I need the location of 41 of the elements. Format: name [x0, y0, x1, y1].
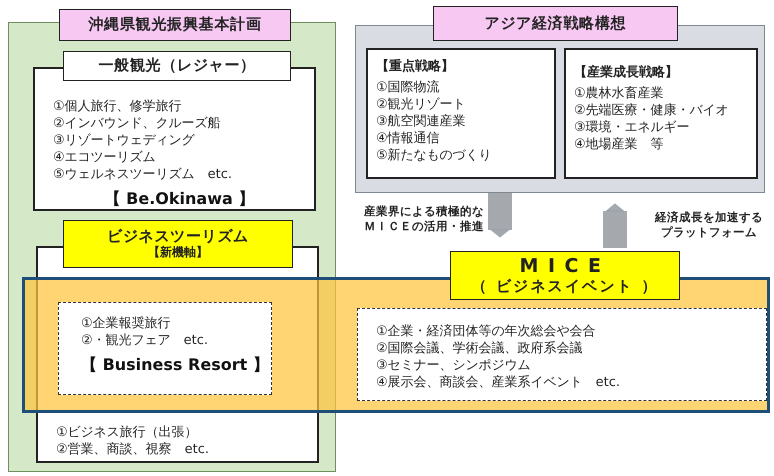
heading: 沖縄県観光振興基本計画 [88, 16, 262, 34]
block-arrow [488, 193, 512, 238]
heading: ビジネスツーリズム [107, 228, 249, 246]
list-item: ②営業、商談、視察 etc. [56, 441, 210, 458]
list-item: ③リゾートウェディング [53, 132, 196, 149]
panel [564, 48, 758, 179]
heading: アジア経済戦略構想 [484, 14, 626, 32]
subheading: （ ビジネスイベント ） [471, 277, 659, 296]
list-item: ②・観光フェア etc. [81, 332, 210, 349]
list-item: ①ビジネス旅行（出張） [56, 424, 199, 441]
slogan: 【 Business Resort 】 [81, 355, 269, 376]
block-arrow [603, 203, 627, 248]
list-item: ①個人旅行、修学旅行 [53, 98, 183, 115]
list-item: ④展示会、商談会、産業系イベント etc. [376, 374, 622, 391]
list-item: ①国際物流 [376, 79, 441, 96]
list-item: ⑤ウェルネスツーリズム etc. [53, 166, 234, 183]
list-item: ②インバウンド、クルーズ船 [53, 115, 222, 132]
list-item: ④情報通信 [376, 130, 441, 147]
list-item: ②国際会議、学術会議、政府系会議 [376, 340, 584, 357]
edge-label: 産業界による積極的なＭＩＣＥの活用・推進 [364, 204, 484, 234]
dashed-box [58, 302, 272, 395]
list-item: ③セミナー、シンポジウム [376, 357, 532, 374]
list-item: ②先端医療・健康・バイオ [574, 102, 730, 119]
list-item: ⑤新たなものづくり [376, 147, 493, 164]
dashed-box [357, 308, 767, 401]
heading: MICE [520, 256, 610, 278]
list-item: ②観光リゾート [376, 96, 467, 113]
list-item: ①企業報奨旅行 [81, 315, 172, 332]
list-item: ③環境・エネルギー [574, 119, 691, 136]
list-heading: 【産業成長戦略】 [574, 64, 679, 81]
list-heading: 【重点戦略】 [376, 58, 455, 75]
list-item: ①企業・経済団体等の年次総会や会合 [376, 323, 597, 340]
list-item: ④エコツーリズム [53, 149, 157, 166]
slogan: 【 Be.Okinawa 】 [104, 189, 254, 210]
list-item: ①農林水畜産業 [574, 85, 665, 102]
list-item: ④地場産業 等 [574, 136, 665, 153]
heading: 一般観光（レジャー） [98, 57, 256, 75]
list-item: ③航空関連産業 [376, 113, 467, 130]
subheading: 【新機軸】 [148, 245, 208, 260]
panel [366, 48, 556, 179]
edge-label: 経済成長を加速するプラットフォーム [655, 210, 763, 240]
